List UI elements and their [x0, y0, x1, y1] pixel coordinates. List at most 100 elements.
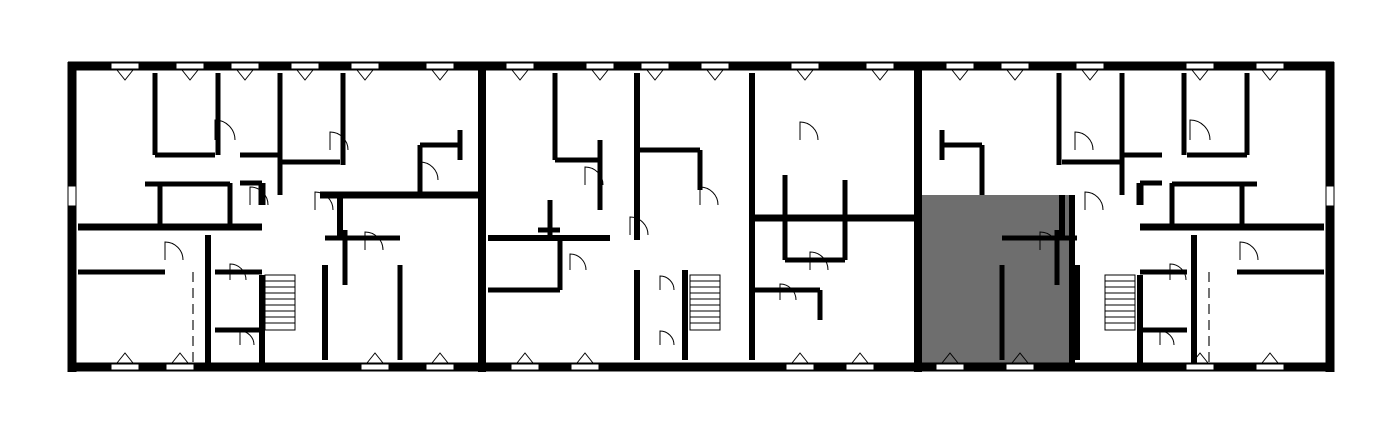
wall: [259, 275, 265, 365]
wall: [637, 147, 700, 153]
door-swing: [569, 253, 587, 271]
window: [585, 62, 615, 70]
window-sash: [591, 69, 609, 81]
window-sash: [116, 69, 134, 81]
wall: [325, 235, 400, 241]
window-sash: [871, 69, 889, 81]
wall: [1056, 73, 1062, 165]
wall: [457, 130, 463, 160]
wall: [78, 269, 165, 275]
window: [230, 62, 260, 70]
door-swing: [659, 330, 675, 346]
wall: [215, 269, 262, 275]
window-sash: [1011, 352, 1029, 364]
wall: [227, 183, 233, 227]
window: [290, 62, 320, 70]
door-swing: [659, 275, 675, 291]
stair-run: [264, 274, 296, 331]
door-swing: [584, 166, 604, 186]
stair-run: [689, 274, 721, 331]
wall: [1187, 152, 1247, 158]
wall: [1140, 223, 1324, 231]
door-swing: [364, 231, 384, 251]
window: [505, 62, 535, 70]
door-swing: [699, 186, 719, 206]
door-swing: [1169, 263, 1187, 281]
window: [700, 62, 730, 70]
window-sash: [1191, 352, 1209, 364]
wall: [1191, 235, 1197, 365]
window: [1185, 62, 1215, 70]
window-sash: [951, 69, 969, 81]
door-swing: [314, 191, 334, 211]
wall: [157, 184, 163, 227]
wall: [697, 150, 703, 190]
window-sash: [646, 69, 664, 81]
stairs: [264, 274, 1136, 331]
wall: [752, 287, 820, 293]
wall: [145, 181, 230, 187]
wall: [1239, 184, 1245, 227]
wall: [420, 142, 460, 148]
window: [640, 62, 670, 70]
window-sash: [296, 69, 314, 81]
highlighted-unit[interactable]: [922, 195, 1070, 363]
window: [785, 363, 815, 371]
window: [425, 363, 455, 371]
window: [1005, 363, 1035, 371]
wall: [1062, 159, 1122, 165]
window-sash: [511, 69, 529, 81]
wall: [340, 73, 346, 165]
wall: [152, 73, 158, 155]
window: [1325, 185, 1335, 207]
wall: [240, 152, 278, 158]
wall: [397, 265, 403, 360]
wall: [205, 235, 211, 365]
wall: [67, 62, 77, 372]
wall: [258, 183, 266, 205]
wall: [1119, 73, 1125, 195]
window: [360, 363, 390, 371]
door-swing: [1084, 191, 1104, 211]
window-sash: [576, 352, 594, 364]
wall: [1140, 180, 1162, 186]
stair-run: [1104, 274, 1136, 331]
wall: [979, 145, 985, 195]
door-swing: [779, 283, 797, 301]
wall: [488, 287, 560, 293]
wall: [1074, 265, 1080, 360]
window-sash: [941, 352, 959, 364]
window: [110, 363, 140, 371]
wall: [939, 130, 945, 160]
window: [865, 62, 895, 70]
door-swing: [809, 251, 829, 271]
wall: [277, 73, 283, 195]
window-sash: [796, 69, 814, 81]
wall: [68, 362, 1334, 372]
door-swing: [239, 330, 255, 346]
wall: [280, 159, 340, 165]
wall: [785, 257, 845, 263]
wall: [1140, 269, 1187, 275]
window-sash: [431, 69, 449, 81]
window: [1185, 363, 1215, 371]
window-sash: [181, 69, 199, 81]
window-sash: [1081, 69, 1099, 81]
wall: [320, 191, 478, 199]
window-sash: [851, 352, 869, 364]
wall: [1244, 73, 1250, 155]
wall: [215, 73, 221, 155]
wall: [1181, 73, 1187, 155]
door-swing: [1239, 241, 1259, 261]
wall: [78, 223, 262, 231]
window-sash: [1191, 69, 1209, 81]
window: [165, 363, 195, 371]
wall: [1069, 195, 1075, 370]
window-sash: [706, 69, 724, 81]
wall: [1172, 181, 1257, 187]
wall: [782, 175, 788, 260]
wall: [215, 327, 262, 333]
door-swing: [164, 241, 184, 261]
window-sash: [236, 69, 254, 81]
wall: [1124, 152, 1162, 158]
